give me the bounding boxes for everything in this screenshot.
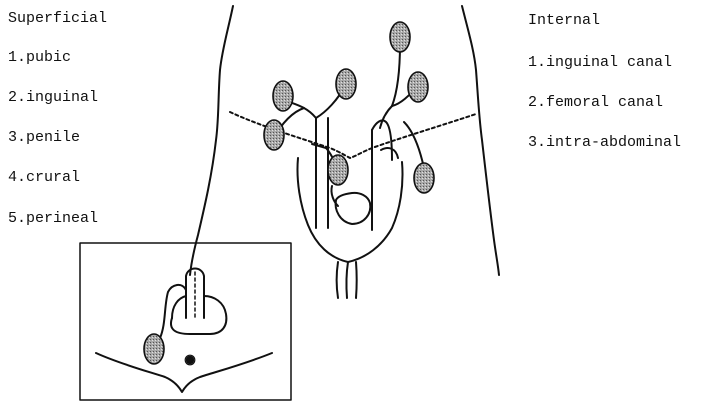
inset-scrotum <box>171 296 226 334</box>
inset-scrotum-left <box>172 296 186 318</box>
vessel-right-low <box>404 122 424 168</box>
right-thigh-inner <box>356 262 357 298</box>
left-thigh-inner <box>337 262 339 298</box>
torso-right-outline <box>462 6 499 275</box>
left-thigh-contour <box>346 262 348 298</box>
node-crural-right <box>414 163 434 193</box>
inset-perineum-curve <box>96 353 272 392</box>
node-pubic-center <box>336 69 356 99</box>
node-right-mid <box>408 72 428 102</box>
scrotum <box>336 193 371 224</box>
node-right-top <box>390 22 410 52</box>
cord-hook <box>381 148 398 158</box>
inset-anus <box>187 357 193 363</box>
node-pubic-left <box>273 81 293 111</box>
node-penile <box>328 155 348 185</box>
inset-node-perineal <box>144 334 164 364</box>
spermatic-cord-left <box>372 120 392 160</box>
node-inguinal-left <box>264 120 284 150</box>
pelvis-outline <box>297 158 402 262</box>
penis-base <box>331 186 338 206</box>
torso-left-outline <box>190 6 233 275</box>
inset-frame <box>80 243 291 400</box>
vessel-right-top <box>392 44 400 106</box>
vessel-right-join <box>380 106 392 128</box>
